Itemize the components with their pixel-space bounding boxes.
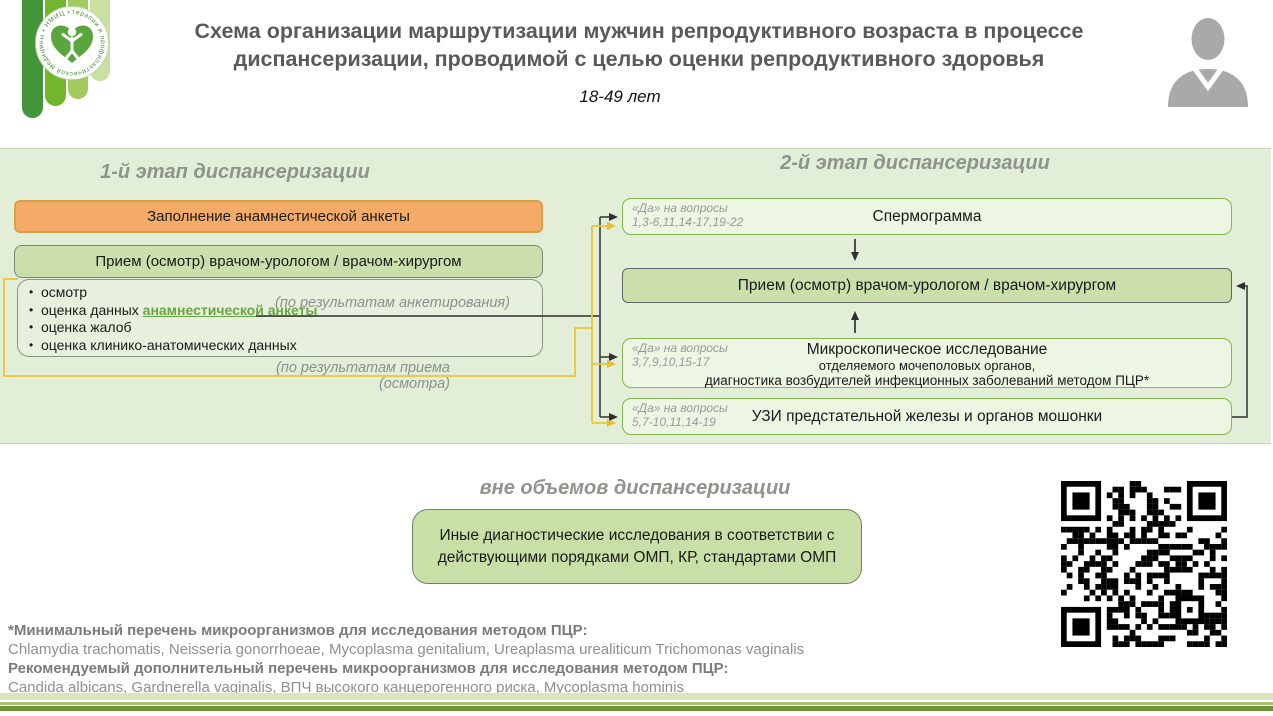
note-exam-results: (по результатам приема (осмотра): [276, 360, 450, 392]
stage1-doctor-box: Прием (осмотр) врачом-урологом / врачом-…: [14, 245, 543, 278]
other-diagnostics-box: Иные диагностические исследования в соот…: [412, 509, 862, 584]
ultrasound-title: УЗИ предстательной железы и органов мошо…: [751, 408, 1103, 425]
checklist-item-label: оценка клинико-анатомических данных: [41, 336, 297, 353]
ultrasound-box: «Да» на вопросы 5,7-10,11,14-19 УЗИ пред…: [622, 398, 1232, 435]
checklist-item-label: оценка данных: [41, 301, 143, 318]
note-questionnaire-results: (по результатам анкетирования): [275, 295, 510, 311]
condition-label-line1: «Да» на вопросы: [632, 341, 728, 355]
page-title: Схема организации маршрутизации мужчин р…: [118, 17, 1160, 73]
stage2-doctor-box: Прием (осмотр) врачом-урологом / врачом-…: [622, 268, 1232, 303]
condition-label-line2: 3,7,9,10,15-17: [632, 355, 710, 369]
checklist-item-label: осмотр: [41, 284, 88, 300]
other-diagnostics-line1: Иные диагностические исследования в соот…: [439, 527, 835, 544]
footer-stripe-light: [0, 693, 1273, 700]
footnote-extra-list-title: Рекомендуемый дополнительный перечень ми…: [8, 660, 729, 677]
spermogram-box: «Да» на вопросы 1,3-6,11,14-17,19-22 Спе…: [622, 198, 1232, 235]
stage2-heading: 2-й этап диспансеризации: [780, 152, 1050, 174]
microscopy-pcr-line: диагностика возбудителей инфекционных за…: [704, 373, 1150, 388]
footnote-extra-list-items: Candida albicans, Gardnerella vaginalis,…: [8, 679, 684, 696]
checklist-item: оценка клинико-анатомических данных: [29, 336, 542, 355]
stage1-heading: 1-й этап диспансеризации: [100, 161, 370, 183]
title-line-1: Схема организации маршрутизации мужчин р…: [194, 19, 1084, 43]
condition-label-line2: 1,3-6,11,14-17,19-22: [632, 215, 744, 229]
pcr-footnotes: *Минимальный перечень микроорганизмов дл…: [8, 621, 888, 697]
footer-stripe-medium: [0, 702, 1273, 705]
condition-label-line2: 5,7-10,11,14-19: [632, 415, 716, 429]
checklist-item-label: оценка жалоб: [41, 319, 132, 335]
condition-label-line1: «Да» на вопросы: [632, 401, 728, 415]
footnote-min-list-title: *Минимальный перечень микроорганизмов дл…: [8, 622, 588, 639]
condition-label-line1: «Да» на вопросы: [632, 201, 728, 215]
other-diagnostics-line2: действующими порядками ОМП, КР, стандарт…: [437, 549, 837, 566]
spermogram-condition-label: «Да» на вопросы 1,3-6,11,14-17,19-22: [632, 201, 743, 229]
outside-scope-heading: вне объемов диспансеризации: [479, 477, 791, 499]
qr-code: [1061, 481, 1227, 647]
title-line-2: диспансеризации, проводимой с целью оцен…: [233, 47, 1045, 71]
microscopy-title: Микроскопическое исследование: [806, 341, 1048, 358]
checklist-item: оценка жалоб: [29, 319, 542, 337]
footer-stripe-dark: [0, 706, 1273, 711]
nmic-logo-icon: терапии и профилактической медицины • НМ…: [34, 5, 110, 81]
age-range-subtitle: 18-49 лет: [579, 87, 661, 106]
footnote-min-list-items: Chlamydia trachomatis, Neisseria gonorrh…: [8, 641, 805, 658]
spermogram-title: Спермограмма: [872, 208, 982, 225]
microscopy-box: «Да» на вопросы 3,7,9,10,15-17 Микроскоп…: [622, 338, 1232, 388]
logo-person-figure: [61, 33, 83, 61]
exam-checklist-box: осмотр оценка данных анамнестической анк…: [17, 279, 543, 357]
questionnaire-box: Заполнение анамнестической анкеты: [14, 200, 543, 233]
ultrasound-condition-label: «Да» на вопросы 5,7-10,11,14-19: [632, 401, 728, 429]
male-person-icon: [1162, 13, 1254, 107]
microscopy-subtitle: отделяемого мочеполовых органов,: [818, 358, 1036, 373]
microscopy-condition-label: «Да» на вопросы 3,7,9,10,15-17: [632, 341, 728, 369]
